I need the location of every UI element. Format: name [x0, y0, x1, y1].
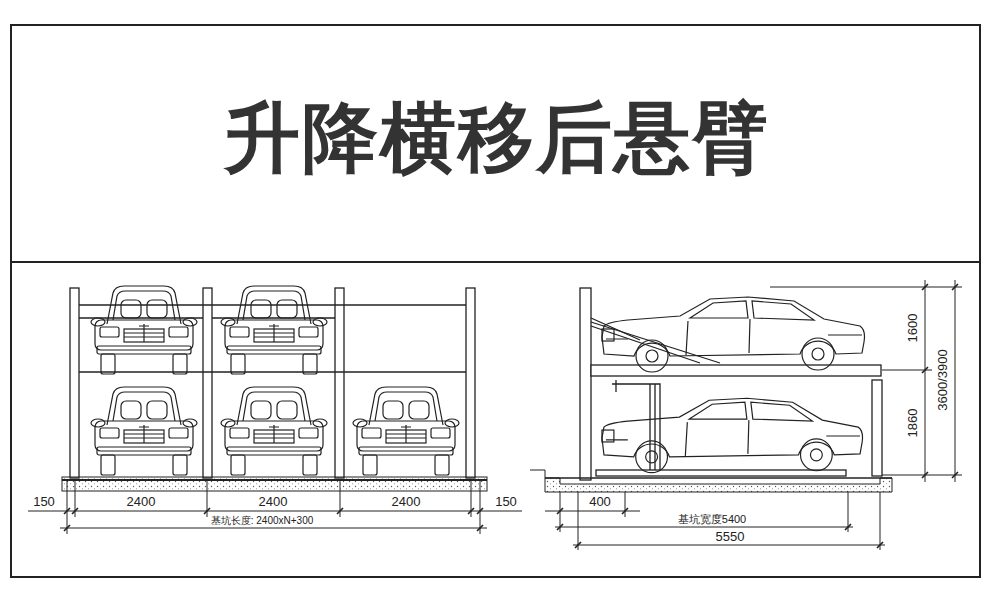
- parked-car-part: [602, 297, 865, 372]
- dimension-line-part: [557, 508, 883, 548]
- dimension-value: 3600/3900: [936, 347, 950, 412]
- side-view-structure-part: [615, 380, 616, 392]
- dimension-line-part: [480, 480, 481, 534]
- pit-ground-part: [545, 478, 892, 492]
- parked-car-part: [353, 387, 459, 475]
- pit-dimension: 基坑长度: 2400xN+300: [209, 515, 316, 526]
- front-view-structure-part: [335, 288, 344, 478]
- parked-car-part: [221, 387, 327, 475]
- title: 升降横移后悬臂: [224, 96, 770, 180]
- dimension-value: 2400: [125, 495, 158, 509]
- dimension-line-part: [28, 511, 522, 512]
- side-view-structure-part: [580, 288, 591, 480]
- dimension-value: 1600: [906, 312, 920, 345]
- pit-ground-part: [545, 477, 892, 479]
- dimension-line-part: [60, 528, 487, 529]
- dimension-value: 2400: [390, 495, 423, 509]
- side-view-structure: [580, 288, 882, 480]
- dimension-line-part: [882, 475, 962, 476]
- pit-ground: [530, 470, 892, 492]
- dimension-line-part: [67, 480, 68, 534]
- front-view-structure-part: [70, 288, 79, 478]
- dimension-value: 5550: [714, 530, 747, 544]
- dimension-value: 150: [31, 495, 57, 509]
- dimension-line-part: [578, 492, 579, 550]
- parked-car-part: [602, 398, 863, 472]
- side-view-structure-part: [591, 365, 881, 376]
- side-view-structure-part: [591, 322, 720, 363]
- dimension-value: 150: [493, 495, 519, 509]
- pit-ground-part: [62, 479, 487, 481]
- parked-car: [602, 297, 865, 473]
- dimension-line: [545, 280, 962, 550]
- dimension-value: 400: [587, 495, 613, 509]
- parked-car-part: [91, 387, 197, 475]
- dimension-line-part: [770, 287, 962, 288]
- dimension-line-part: [64, 508, 483, 531]
- dimension-value: 2400: [257, 495, 290, 509]
- frame-part: [11, 261, 980, 263]
- side-view-structure-part: [872, 380, 882, 476]
- dimension-line-part: [880, 492, 881, 550]
- frame: [11, 25, 980, 577]
- front-view-structure: [70, 288, 475, 478]
- dimension-line-part: [922, 284, 958, 478]
- parked-car-part: [91, 286, 197, 374]
- dimension-line-part: [573, 545, 885, 546]
- dimension-line-part: [955, 280, 956, 482]
- front-view-structure-part: [79, 304, 466, 305]
- side-view-structure-part: [596, 470, 846, 476]
- dimension-line-part: [625, 492, 626, 517]
- pit-ground-part: [62, 477, 487, 491]
- pit-dimension: 基坑宽度5400: [676, 513, 748, 525]
- side-view-structure-part: [650, 384, 655, 470]
- dimension-value: 1860: [906, 407, 920, 440]
- dimension-line: [28, 480, 522, 534]
- front-view-structure-part: [203, 288, 212, 478]
- front-view-structure-part: [466, 288, 475, 478]
- parked-car: [91, 286, 459, 475]
- parked-car-part: [221, 286, 327, 374]
- frame-part: [11, 25, 980, 577]
- dimension-line-part: [925, 280, 926, 482]
- front-view-structure-part: [79, 371, 466, 372]
- pit-ground-part: [530, 470, 545, 478]
- pit-ground: [62, 477, 487, 491]
- dimension-line-part: [555, 527, 853, 528]
